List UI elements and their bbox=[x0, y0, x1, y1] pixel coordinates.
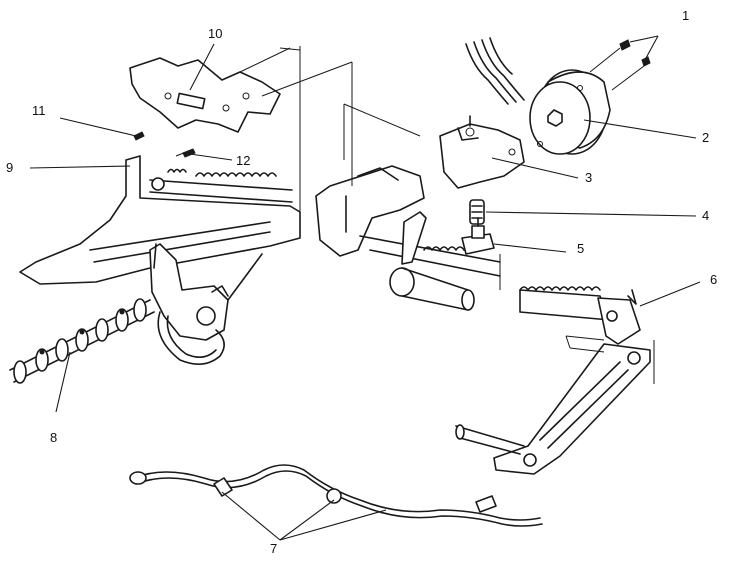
callout-5: 5 bbox=[577, 241, 584, 256]
callout-4: 4 bbox=[702, 208, 709, 223]
callout-6: 6 bbox=[710, 272, 717, 287]
callout-3: 3 bbox=[585, 170, 592, 185]
callout-11: 11 bbox=[32, 103, 46, 118]
callout-8: 8 bbox=[50, 430, 57, 445]
part-12-screw bbox=[175, 148, 196, 158]
callout-10: 10 bbox=[208, 26, 222, 41]
right-frame-assembly bbox=[455, 286, 655, 475]
callout-12: 12 bbox=[236, 153, 250, 168]
part-4-spring bbox=[469, 199, 485, 225]
callout-7: 7 bbox=[270, 541, 277, 556]
center-bracket-assembly bbox=[315, 62, 501, 311]
part-10-bracket-plate bbox=[129, 47, 353, 133]
callout-labels: 1 2 3 4 5 6 7 8 9 10 11 12 bbox=[6, 8, 717, 556]
part-8-roller-assembly bbox=[9, 298, 155, 384]
callout-2: 2 bbox=[702, 130, 709, 145]
leader-lines bbox=[29, 35, 701, 541]
part-3-mounting-bracket bbox=[439, 115, 525, 189]
part-9-left-frame bbox=[19, 46, 301, 285]
callout-9: 9 bbox=[6, 160, 13, 175]
part-2-motor bbox=[465, 37, 611, 155]
part-5-plunger bbox=[461, 217, 495, 255]
left-carriage-assembly bbox=[149, 243, 263, 365]
part-7-cable bbox=[129, 464, 543, 527]
part-11-screw bbox=[133, 131, 145, 141]
callout-1: 1 bbox=[682, 8, 689, 23]
part-1-screws bbox=[589, 39, 651, 91]
